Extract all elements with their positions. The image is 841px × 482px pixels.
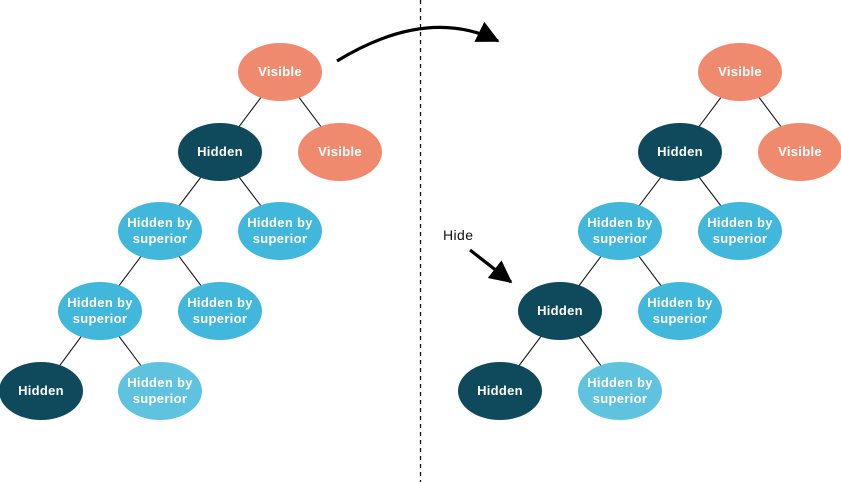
transform-arrow-icon (336, 21, 500, 63)
tree-node: Hidden by superior (178, 282, 262, 340)
tree-node: Hidden by superior (698, 202, 782, 260)
tree-node: Hidden (178, 123, 262, 181)
hide-arrow-icon (469, 248, 513, 284)
tree-node: Hidden (638, 123, 722, 181)
tree-node: Hidden by superior (118, 202, 202, 260)
tree-node: Hidden by superior (118, 362, 202, 420)
tree-node: Visible (758, 123, 841, 181)
tree-node: Hidden (518, 282, 602, 340)
tree-node: Hidden (0, 362, 83, 420)
tree-node: Visible (238, 43, 322, 101)
tree-node: Hidden by superior (638, 282, 722, 340)
tree-node: Hidden by superior (578, 202, 662, 260)
tree-node: Hidden (458, 362, 542, 420)
tree-node: Hidden by superior (58, 282, 142, 340)
tree-node: Hidden by superior (238, 202, 322, 260)
tree-node: Visible (298, 123, 382, 181)
tree-node: Visible (698, 43, 782, 101)
hide-annotation-label: Hide (443, 227, 474, 243)
tree-node: Hidden by superior (578, 362, 662, 420)
